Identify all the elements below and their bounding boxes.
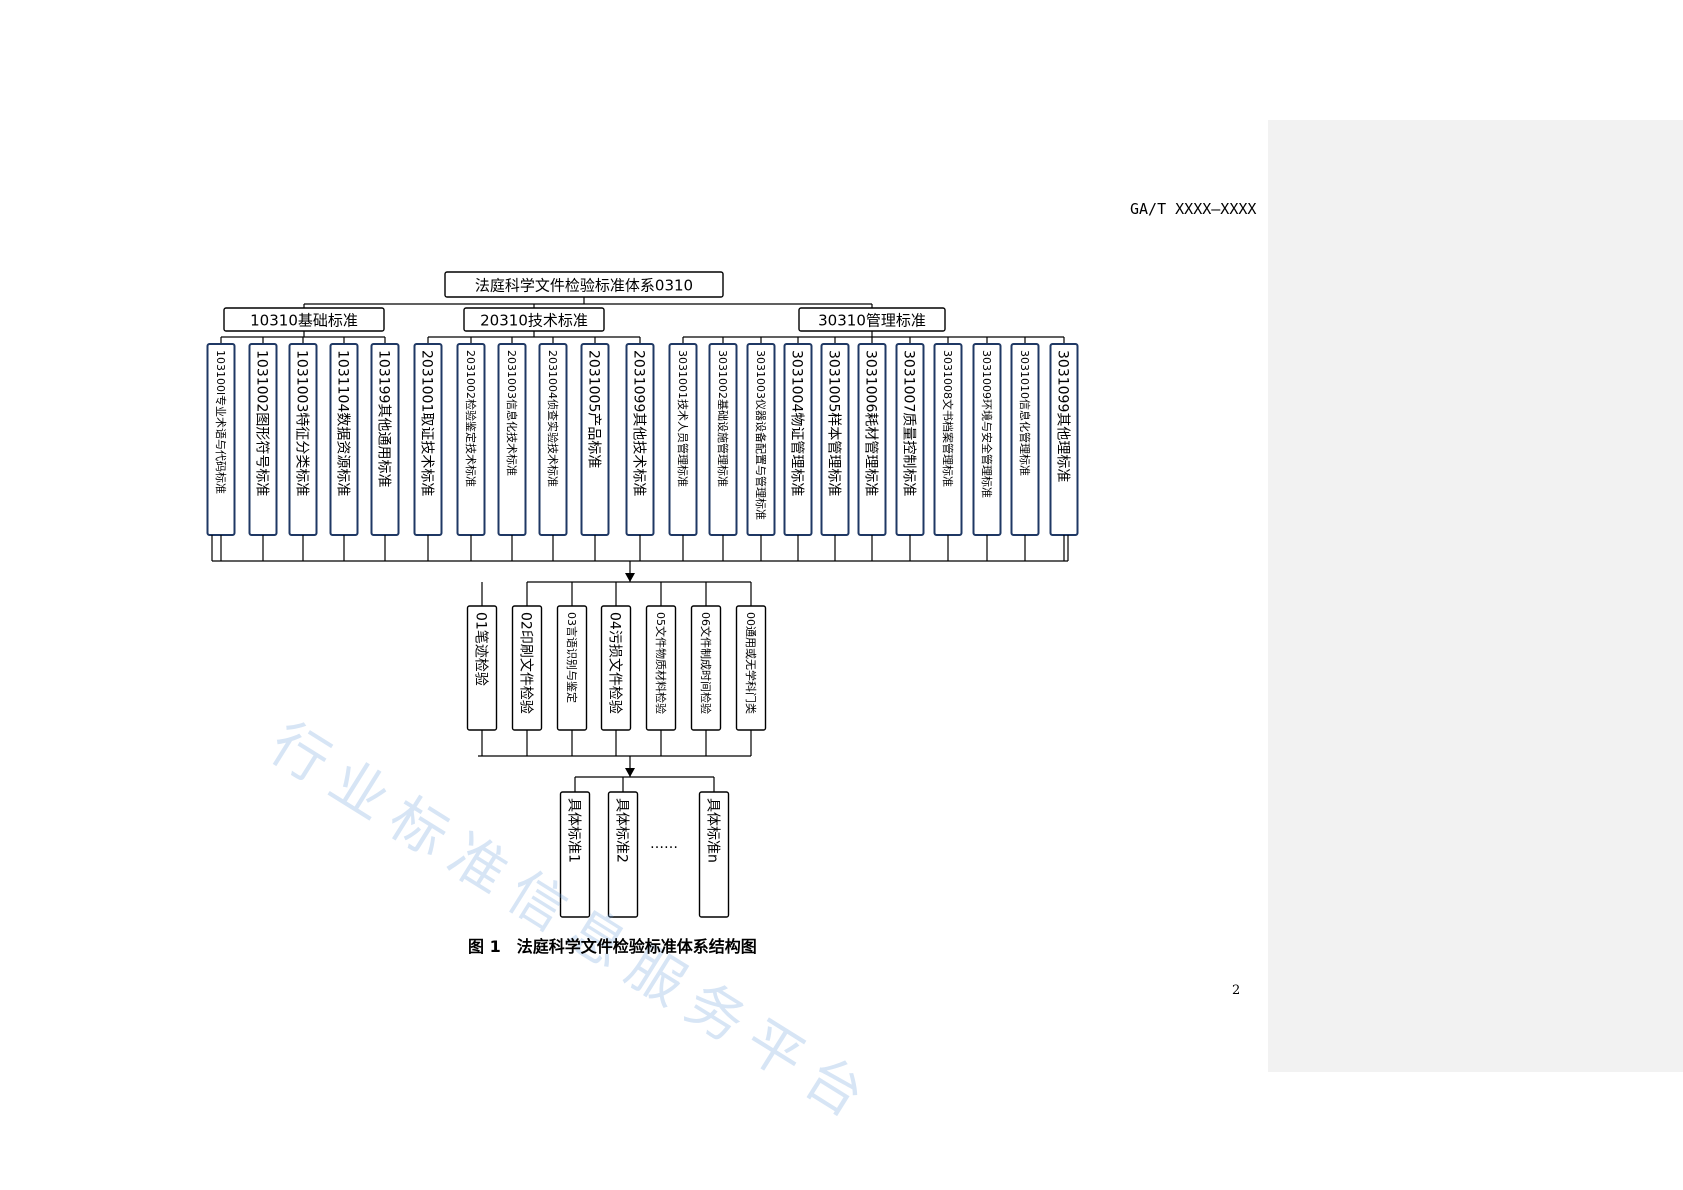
standard-2-2-label: 2031002检验鉴定技术标准: [464, 350, 478, 487]
standard-1-3-label: 1031003特征分类标准: [294, 350, 310, 496]
specific-standard-3-label: 具体标准n: [705, 798, 721, 863]
group-2-label: 20310技术标准: [480, 312, 588, 330]
standard-3-5-label: 3031005样本管理标准: [826, 350, 842, 496]
standard-2-4-label: 2031004侦查实验技术标准: [546, 350, 560, 487]
standard-3-9-label: 3031009环境与安全管理标准: [980, 350, 994, 498]
standard-1-1-label: 103100l专业术语与代码标准: [214, 350, 228, 494]
group-1-label: 10310基础标准: [250, 312, 358, 330]
standard-3-4-label: 3031004物证管理标准: [789, 350, 805, 496]
specific-standard-2-box: [607, 791, 639, 918]
side-panel: [1268, 120, 1683, 1072]
discipline-4-label: 04污损文件检验: [607, 612, 623, 714]
standard-2-1-label: 2031001取证技术标准: [419, 350, 435, 496]
standard-code: GA/T XXXX—XXXX: [1130, 200, 1257, 218]
standard-1-4-label: 1031104数据资源标准: [335, 350, 351, 496]
standard-3-2-label: 3031002基础设施管理标准: [716, 350, 730, 487]
standard-3-8-label: 3031008文书档案管理标准: [941, 350, 955, 487]
discipline-5-label: 05文件物质材料检验: [654, 612, 668, 714]
standard-1-5-label: 103199其他通用标准: [376, 350, 392, 487]
discipline-3-label: 03言语识别与鉴定: [565, 612, 579, 703]
discipline-7-label: 00通用或无学科门类: [744, 612, 758, 714]
standard-3-6-label: 3031006耗材管理标准: [863, 350, 879, 496]
standard-3-1-label: 3031001技术人员管理标准: [676, 350, 690, 487]
standard-3-3-label: 3031003仪器设备配置与管理标准: [754, 350, 768, 520]
discipline-2-label: 02印刷文件检验: [518, 612, 534, 714]
standard-2-5-label: 2031005产品标准: [586, 350, 602, 468]
standard-1-2-label: 1031002图形符号标准: [254, 350, 270, 496]
to-specifics-arrow: [625, 768, 635, 777]
standard-3-11-label: 3031099其他理标准: [1055, 350, 1071, 482]
specific-standard-1-label: 具体标准1: [566, 798, 582, 863]
specific-standard-1-box: [559, 791, 591, 918]
page-number: 2: [1232, 983, 1241, 998]
root-node-label: 法庭科学文件检验标准体系0310: [475, 277, 693, 295]
group-3-label: 30310管理标准: [818, 312, 926, 330]
discipline-6-label: 06文件制成时间检验: [699, 612, 713, 714]
specific-standard-3-box: [698, 791, 730, 918]
specifics-ellipsis: ……: [650, 836, 678, 852]
standard-2-3-label: 2031003信息化技术标准: [505, 350, 519, 476]
to-disciplines-arrow: [625, 573, 635, 582]
standard-3-10-label: 3031010信息化管理标准: [1018, 350, 1032, 476]
figure-caption: 图 1 法庭科学文件检验标准体系结构图: [468, 937, 757, 956]
specific-standard-2-label: 具体标准2: [614, 798, 630, 863]
standard-3-7-label: 3031007质量控制标准: [901, 350, 917, 496]
standard-2-6-label: 2031099其他技术标准: [631, 350, 647, 496]
discipline-1-label: 01笔迹检验: [473, 612, 489, 686]
